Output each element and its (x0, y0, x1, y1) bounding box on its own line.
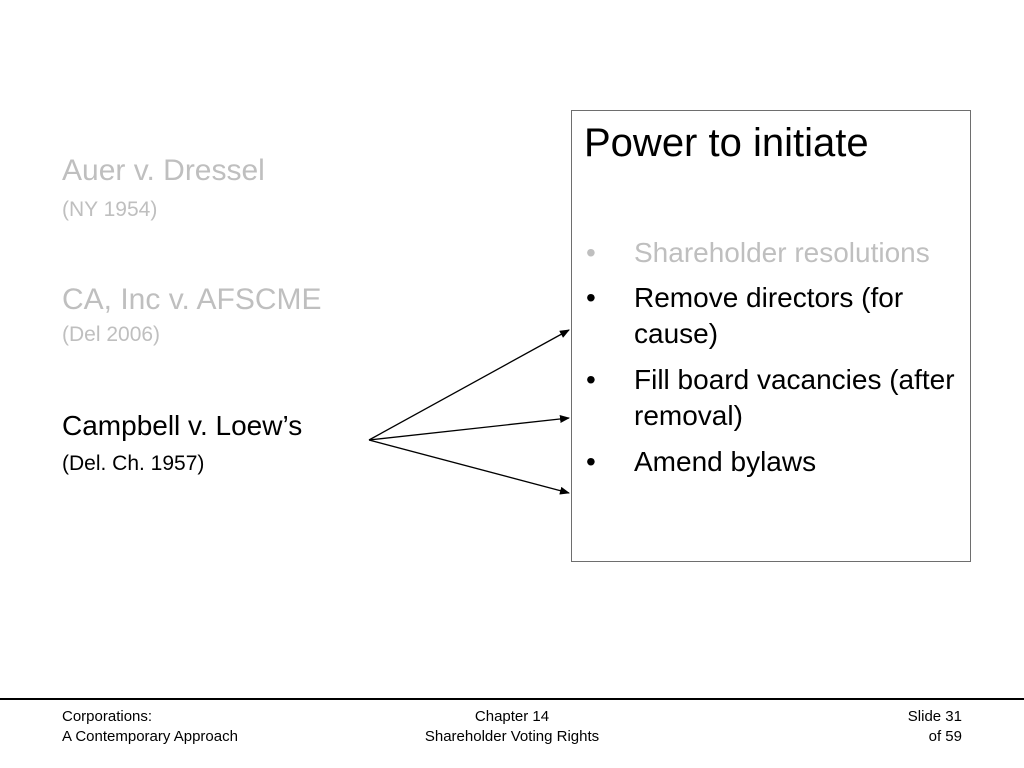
list-item-text: Remove directors (for cause) (634, 282, 904, 349)
case-court: (Del 2006) (62, 322, 161, 346)
list-item-text: Amend bylaws (634, 446, 817, 477)
list-item-fill-board-vacancies: • Fill board vacancies (after removal) (584, 362, 969, 434)
case-court: (Del. Ch. 1957) (62, 452, 205, 476)
list-item-remove-directors: • Remove directors (for cause) (584, 280, 969, 352)
bullet-icon: • (586, 282, 596, 313)
bullet-icon: • (586, 237, 596, 268)
footer-right-line1: Slide 31 (907, 708, 962, 725)
bullet-icon: • (586, 364, 596, 395)
bullet-icon: • (586, 446, 596, 477)
list-item-amend-bylaws: • Amend bylaws (584, 444, 969, 480)
footer-left-line2: A Contemporary Approach (62, 728, 238, 745)
footer-right-line2: of 59 (928, 728, 962, 745)
footer-center-line2: Shareholder Voting Rights (424, 728, 600, 745)
power-box-title: Power to initiate (584, 121, 869, 165)
list-item-text: Shareholder resolutions (634, 237, 930, 268)
footer-divider (0, 698, 1024, 700)
arrow-to-fill-vacancies (368, 415, 570, 441)
case-name: CA, Inc v. AFSCME (62, 283, 322, 316)
footer-chapter: Chapter 14 Shareholder Voting Rights (392, 707, 632, 747)
case-name: Auer v. Dressel (62, 154, 265, 187)
case-ca-inc-v-afscme: CA, Inc v. AFSCME (Del 2006) (62, 283, 322, 347)
arrow-to-amend-bylaws (368, 439, 570, 495)
power-to-initiate-box: Power to initiate • Shareholder resoluti… (571, 110, 971, 562)
footer-course-title: Corporations: A Contemporary Approach (62, 707, 238, 747)
arrow-to-remove-directors (368, 329, 570, 441)
power-list: • Shareholder resolutions • Remove direc… (584, 235, 969, 490)
footer-center-line1: Chapter 14 (474, 708, 550, 725)
footer-slide-number: Slide 31 of 59 (908, 707, 962, 747)
list-item-shareholder-resolutions: • Shareholder resolutions (584, 235, 969, 271)
list-item-text: Fill board vacancies (after removal) (634, 364, 955, 431)
case-auer-v-dressel: Auer v. Dressel (NY 1954) (62, 154, 265, 222)
case-court: (NY 1954) (62, 197, 158, 221)
footer-left-line1: Corporations: (62, 708, 153, 725)
case-campbell-v-loews: Campbell v. Loew’s (Del. Ch. 1957) (62, 410, 302, 476)
case-name: Campbell v. Loew’s (62, 410, 303, 441)
